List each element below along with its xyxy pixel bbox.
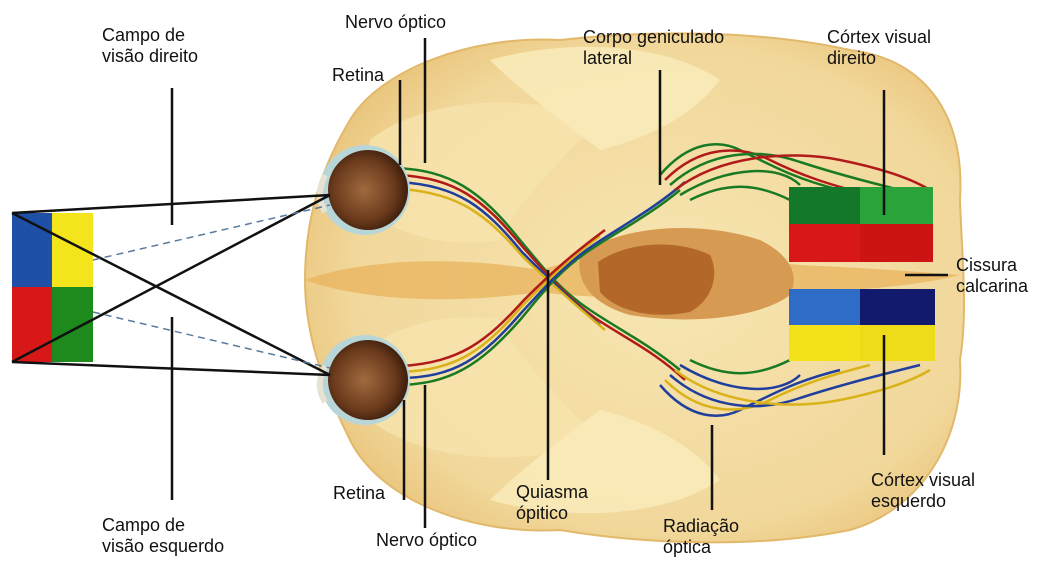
label-radiacao-optica: Radiação óptica xyxy=(663,516,739,558)
label-line: Retina xyxy=(332,65,384,86)
label-cortex-visual-esquerdo: Córtex visual esquerdo xyxy=(871,470,975,512)
label-line: Radiação xyxy=(663,516,739,537)
label-campo-visao-esquerdo: Campo de visão esquerdo xyxy=(102,515,224,557)
label-line: Corpo geniculado xyxy=(583,27,724,48)
label-line: Córtex visual xyxy=(827,27,931,48)
label-cortex-visual-direito: Córtex visual direito xyxy=(827,27,931,69)
label-line: Campo de xyxy=(102,515,224,536)
label-line: Retina xyxy=(333,483,385,504)
label-line: lateral xyxy=(583,48,724,69)
label-line: visão direito xyxy=(102,46,198,67)
label-line: Quiasma xyxy=(516,482,588,503)
left-visual-cortex xyxy=(789,289,935,361)
label-line: Nervo óptico xyxy=(376,530,477,551)
label-retina-top: Retina xyxy=(332,65,384,86)
label-campo-visao-direito: Campo de visão direito xyxy=(102,25,198,67)
label-cissura-calcarina: Cissura calcarina xyxy=(956,255,1028,297)
label-nervo-optico-bottom: Nervo óptico xyxy=(376,530,477,551)
right-visual-cortex xyxy=(789,187,933,262)
label-retina-bottom: Retina xyxy=(333,483,385,504)
left-eye xyxy=(320,335,410,425)
visual-field-dashed-rays xyxy=(93,205,330,368)
label-quiasma-optico: Quiasma ópitico xyxy=(516,482,588,524)
label-line: óptica xyxy=(663,537,739,558)
right-eye xyxy=(320,145,410,235)
label-line: Córtex visual xyxy=(871,470,975,491)
label-line: esquerdo xyxy=(871,491,975,512)
label-corpo-geniculado-lateral: Corpo geniculado lateral xyxy=(583,27,724,69)
label-nervo-optico-top: Nervo óptico xyxy=(345,12,446,33)
label-line: Campo de xyxy=(102,25,198,46)
label-line: visão esquerdo xyxy=(102,536,224,557)
label-line: calcarina xyxy=(956,276,1028,297)
label-line: ópitico xyxy=(516,503,588,524)
label-line: Nervo óptico xyxy=(345,12,446,33)
label-line: Cissura xyxy=(956,255,1028,276)
label-line: direito xyxy=(827,48,931,69)
